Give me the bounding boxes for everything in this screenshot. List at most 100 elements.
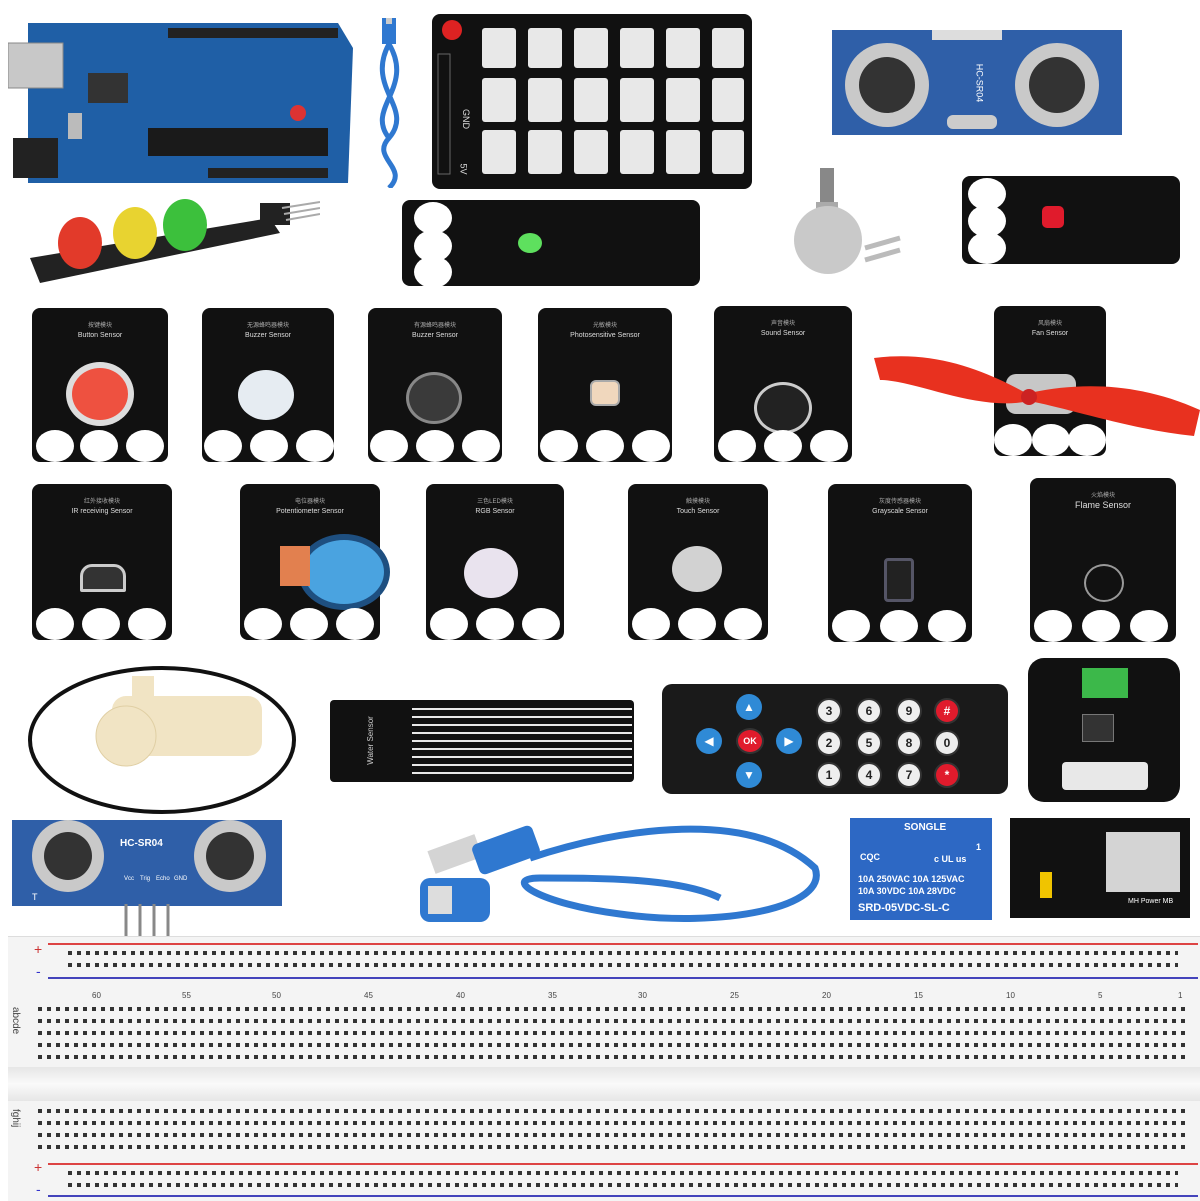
pot-sensor-cn: 电位器模块 [294,499,325,505]
rgb-sensor-cn: 三色LED模块 [477,499,513,505]
col-num-30: 30 [638,991,647,1000]
arduino-uno-illustration [7,23,353,183]
relay-num: 1 [976,842,982,852]
remote-key-6[interactable]: 6 [856,698,882,724]
col-num-25: 25 [730,991,739,1000]
microphone-icon [754,382,812,434]
main-row-a [38,1007,1188,1011]
remote-key-0[interactable]: 0 [934,730,960,756]
remote-key-5[interactable]: 5 [856,730,882,756]
remote-key-3[interactable]: 3 [816,698,842,724]
relay-ul: c UL us [934,854,967,864]
active-buzzer-cn: 有源蜂鸣器模块 [413,323,456,329]
power-supply-module: MH Power MB [1010,818,1190,918]
chip-icon [1082,714,1114,742]
ultrasonic-top-label: HC-SR04 [974,63,985,103]
usb-cable-large [420,818,830,938]
water-level-sensor: Water Sensor [330,700,634,782]
col-num-55: 55 [182,991,191,1000]
photo-sensor-title: Photosensitive Sensor [570,332,640,339]
col-num-60: 60 [92,991,101,1000]
pot-sensor-title: Potentiometer Sensor [276,508,344,515]
water-pump [22,656,302,816]
remote-key-star[interactable]: * [934,762,960,788]
grayscale-sensor-icon [884,558,914,602]
potentiometer-component [790,168,910,278]
bottom-rail-red-line [48,1163,1198,1165]
gray-sensor-title: Grayscale Sensor [872,508,928,515]
photosensitive-sensor-module: 光敏模块 Photosensitive Sensor [538,308,672,462]
photoresistor-icon [590,380,620,406]
potentiometer-sensor-module: 电位器模块 Potentiometer Sensor [240,484,390,640]
pin-gnd-label: GND [174,876,188,882]
remote-key-1[interactable]: 1 [816,762,842,788]
remote-ok-button[interactable]: OK [736,728,764,754]
shield-gnd-label: GND [461,109,471,129]
pot-knob-icon [298,534,390,610]
gray-sensor-cn: 灰度传感器模块 [878,499,921,505]
usb-port-icon [1106,832,1180,892]
top-rail-minus: - [36,963,41,979]
col-num-20: 20 [822,991,831,1000]
touch-sensor-module: 触摸模块 Touch Sensor [628,484,768,640]
breadboard: + - 60 55 50 45 40 35 30 25 20 15 10 5 1… [8,936,1200,1201]
ultrasonic-bottom-label: HC-SR04 [120,838,163,849]
ir-sensor-title: IR receiving Sensor [71,508,133,515]
green-terminal-icon [1082,668,1128,698]
main-row-g [38,1121,1188,1125]
button-sensor-cn: 按键模块 [87,323,112,329]
main-row-f [38,1109,1188,1113]
touch-sensor-title: Touch Sensor [676,508,720,515]
ultrasonic-pins [118,904,178,940]
fan-sensor-title: Fan Sensor [1031,330,1069,337]
center-channel [8,1067,1200,1101]
ir-receiving-sensor-module: 红外接收模块 IR receiving Sensor [32,484,172,640]
ir-receiver-icon [80,564,126,592]
jumper-icon [1040,872,1052,898]
arduino-uno-board [7,18,358,188]
led-module-red [962,176,1180,264]
remote-key-2[interactable]: 2 [816,730,842,756]
bottom-rail-row-1 [68,1171,1178,1175]
photo-sensor-cn: 光敏模块 [592,323,617,329]
row-letters-top: abcde [10,1007,21,1035]
ir-sensor-cn: 红外接收模块 [83,499,120,505]
main-row-e [38,1055,1188,1059]
touch-pad-icon [672,546,722,592]
remote-right-button[interactable]: ▶ [776,728,802,754]
remote-down-button[interactable]: ▼ [736,762,762,788]
remote-left-button[interactable]: ◀ [696,728,722,754]
main-row-b [38,1019,1188,1023]
remote-key-hash[interactable]: # [934,698,960,724]
ultrasonic-module-bottom: HC-SR04 T Vcc Trig Echo GND [12,820,282,906]
row-letters-bottom: fghij [10,1109,21,1128]
sound-sensor-title: Sound Sensor [760,330,806,337]
motor-driver-module [1028,658,1180,802]
remote-key-7[interactable]: 7 [896,762,922,788]
remote-key-4[interactable]: 4 [856,762,882,788]
col-num-50: 50 [272,991,281,1000]
water-sensor-label: Water Sensor [365,716,375,765]
remote-key-9[interactable]: 9 [896,698,922,724]
fan-propeller [874,340,1200,450]
remote-key-8[interactable]: 8 [896,730,922,756]
flame-sensor-icon [1084,564,1124,602]
col-num-1: 1 [1178,991,1183,1000]
col-num-40: 40 [456,991,465,1000]
touch-sensor-cn: 触摸模块 [685,499,710,505]
main-row-h [38,1133,1188,1137]
remote-up-button[interactable]: ▲ [736,694,762,720]
flame-sensor-title: Flame Sensor [1074,500,1132,510]
sound-sensor-cn: 声音模块 [770,321,795,327]
pot-base-icon [280,546,310,586]
traffic-light-module [20,198,321,288]
relay-brand: SONGLE [904,822,947,833]
relay-rating-2: 10A 30VDC 10A 28VDC [858,886,956,896]
top-rail-row-2 [68,963,1178,967]
pin-vcc-label: Vcc [124,876,135,882]
col-num-5: 5 [1098,991,1103,1000]
